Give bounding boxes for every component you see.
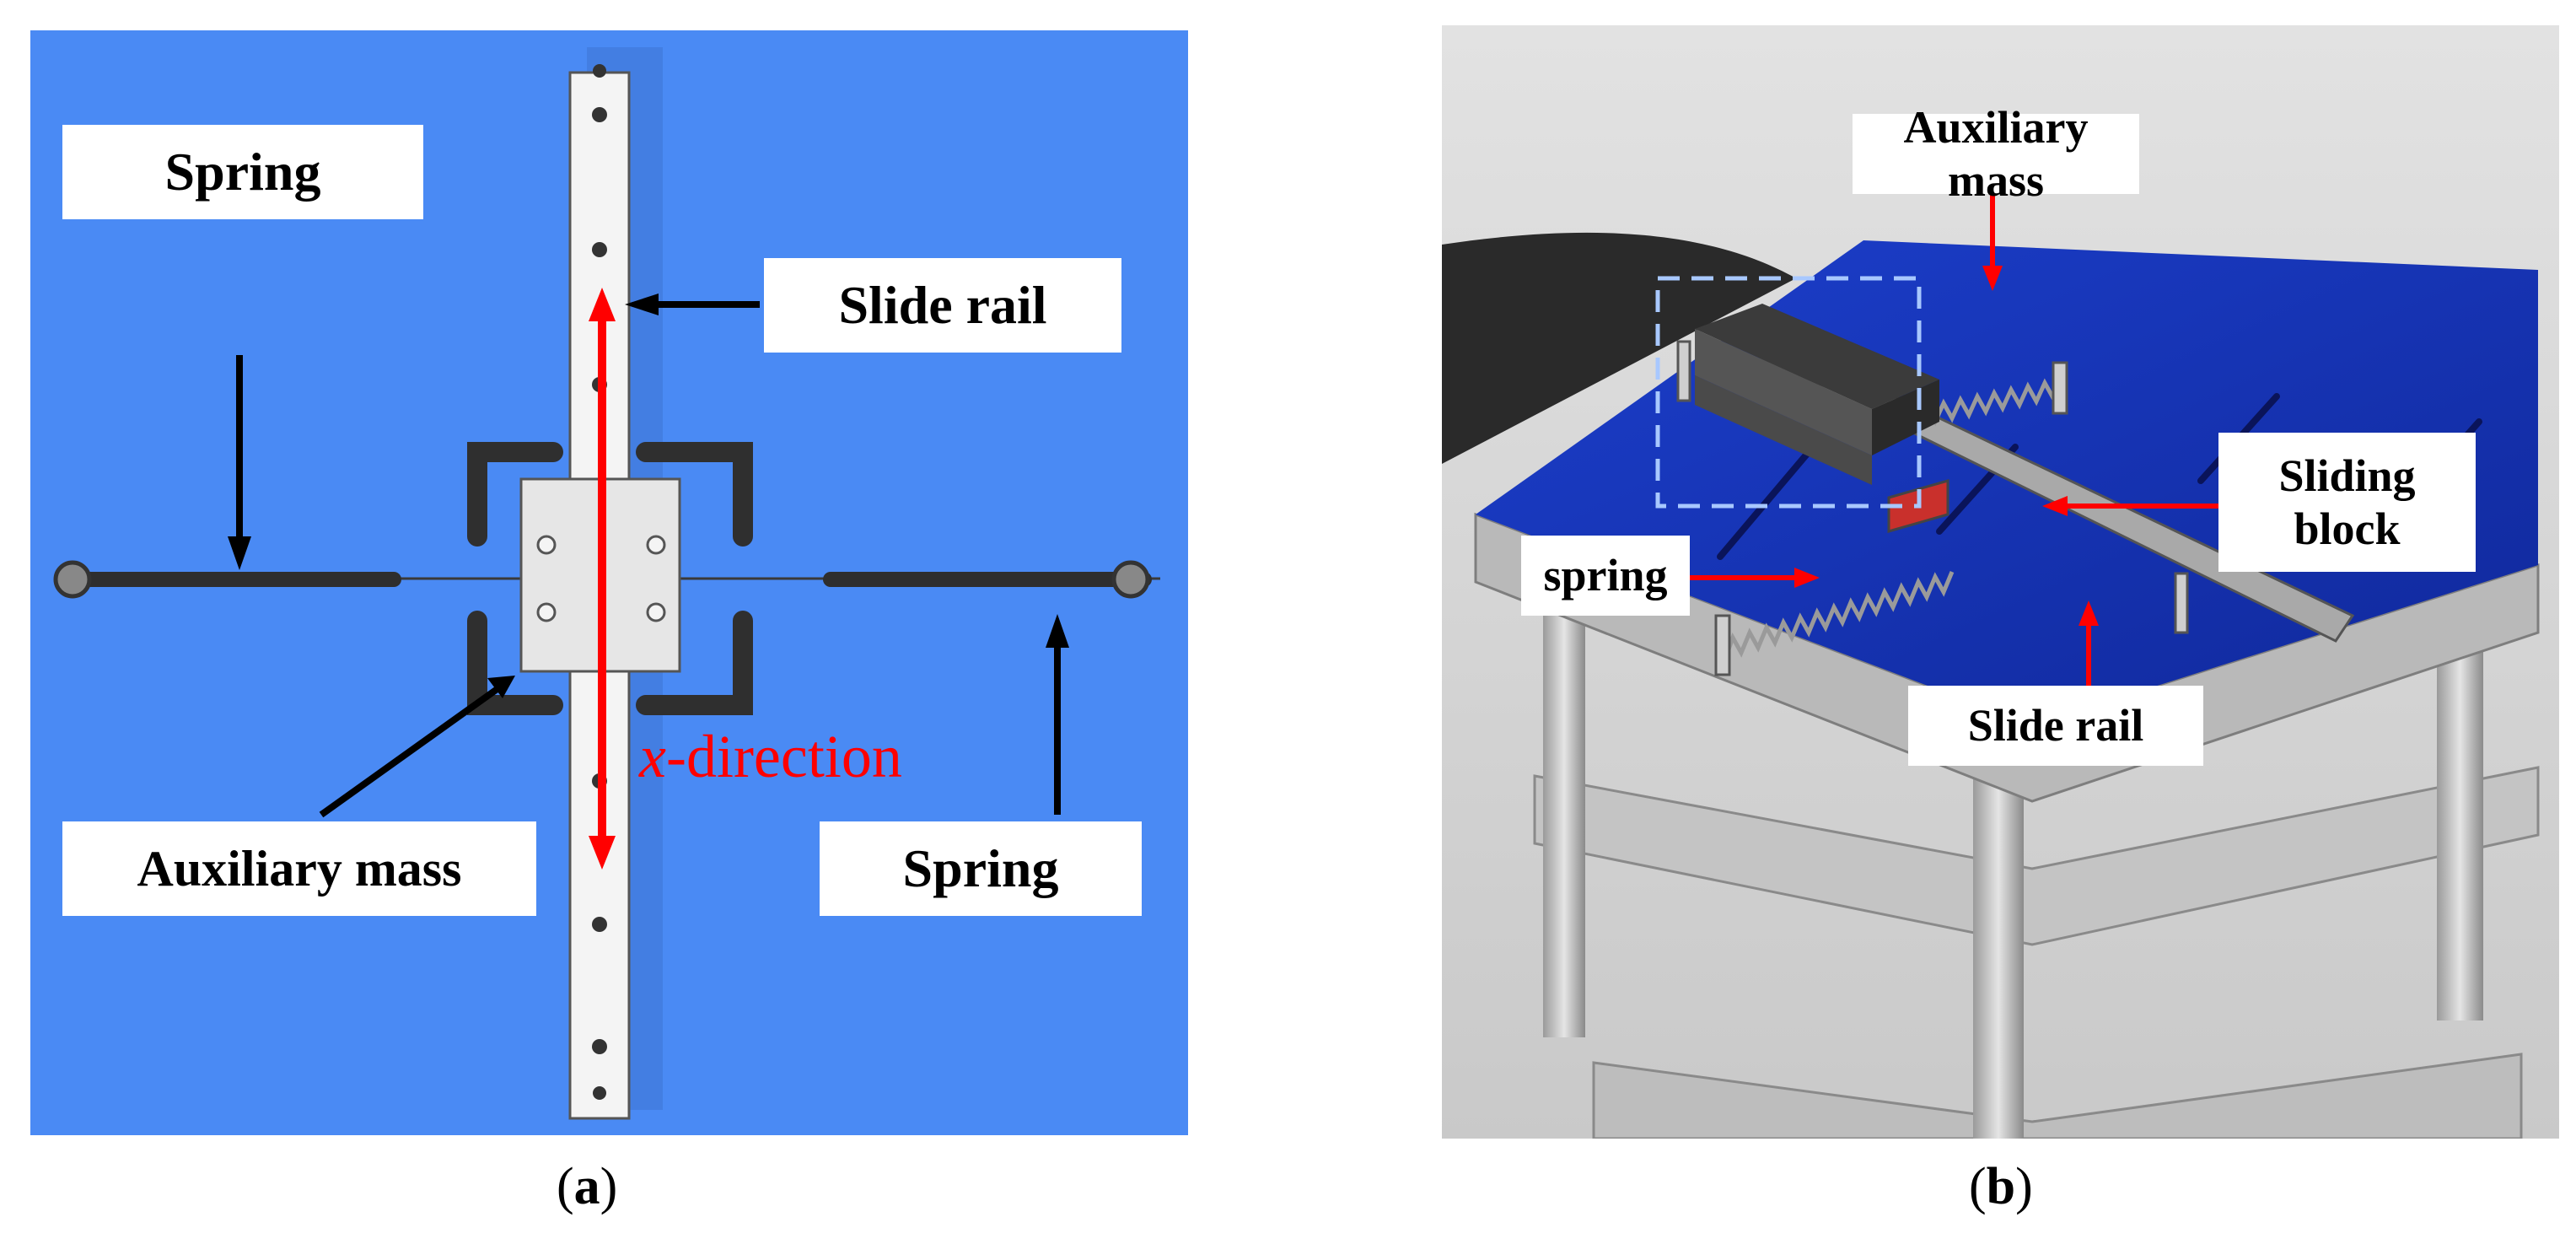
label-auxiliary-mass: Auxiliary mass <box>62 821 536 916</box>
label-slide-rail: Slide rail <box>764 258 1121 353</box>
right-spring-anchor <box>1111 560 1150 599</box>
annotation-arrows <box>228 293 1069 818</box>
panel-a-cad-diagram: Spring Slide rail Auxiliary mass Spring … <box>30 30 1188 1135</box>
auxiliary-mass-stack <box>1695 304 1939 485</box>
left-spring-anchor <box>53 560 92 599</box>
sliding-block-line2: block <box>2294 503 2401 554</box>
dark-background-object <box>1442 232 1796 464</box>
photo-spring-left <box>1726 571 1955 658</box>
corner-brackets <box>467 442 753 715</box>
left-spring <box>64 572 401 587</box>
auxiliary-mass-highlight <box>1655 276 1922 509</box>
photo-label-slide-rail: Slide rail <box>1908 686 2203 766</box>
label-spring-right: Spring <box>820 821 1142 916</box>
panel-b-photo: Auxiliary mass Sliding block spring Slid… <box>1442 25 2559 1139</box>
x-direction-arrow <box>589 288 616 870</box>
middle-shelf <box>1533 766 2540 946</box>
caption-b-letter: b <box>1986 1158 2016 1215</box>
right-spring <box>823 572 1152 587</box>
caption-a: (a) <box>557 1158 618 1215</box>
direction-variable: x <box>639 723 666 790</box>
bottom-shelf <box>1592 1053 2523 1139</box>
caption-b: (b) <box>1969 1158 2033 1215</box>
leg-front-middle <box>1973 742 2024 1139</box>
leg-front-left <box>1543 565 1585 1037</box>
rail-holes <box>592 64 607 1100</box>
panel-a-drawing <box>53 47 1160 1120</box>
spring-posts <box>1676 340 2189 676</box>
photo-label-spring: spring <box>1521 536 1690 616</box>
label-spring-left: Spring <box>62 125 423 219</box>
photo-label-auxiliary-mass: Auxiliary mass <box>1853 102 2139 206</box>
direction-text: -direction <box>665 723 902 790</box>
panel-b-drawing <box>1442 25 2559 1139</box>
photo-spring-right <box>1916 378 2064 427</box>
block-bolts <box>536 535 666 622</box>
red-annotation-arrows <box>1636 181 2218 725</box>
caption-a-letter: a <box>573 1158 600 1215</box>
label-x-direction: x-direction <box>639 722 902 792</box>
photo-label-sliding-block: Sliding block <box>2218 433 2476 572</box>
sliding-block-line1: Sliding <box>2278 450 2416 502</box>
